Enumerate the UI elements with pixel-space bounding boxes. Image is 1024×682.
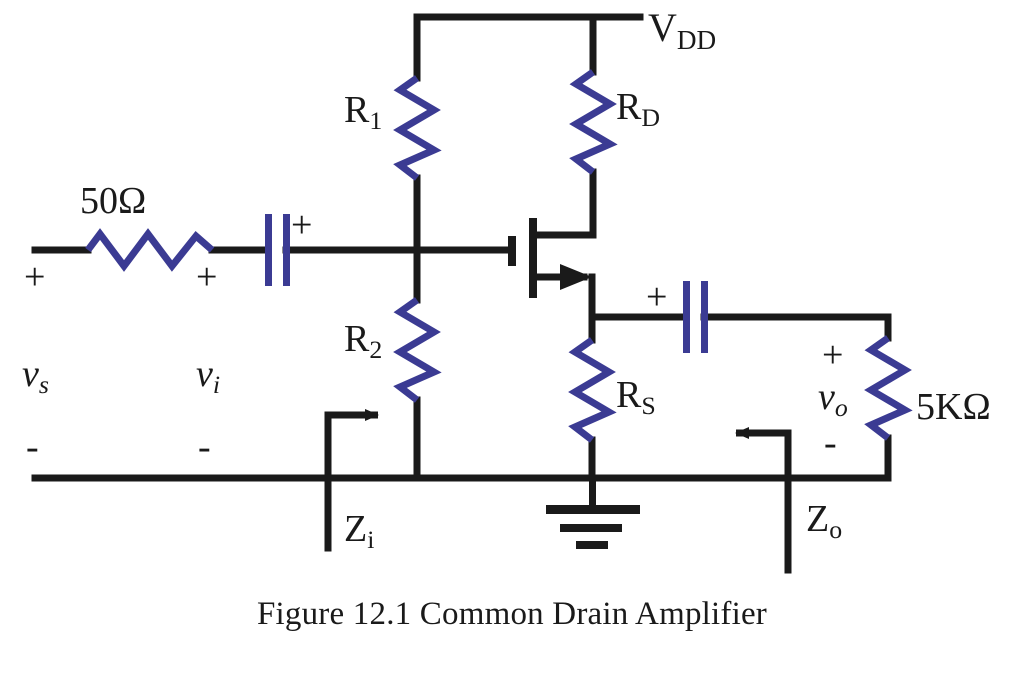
label-r2-base: R [344,318,370,360]
polarity-cap-output-plus: + [646,276,668,318]
label-vi: vi [196,353,220,398]
label-vo: vo [818,376,848,421]
capacitor-output-plate-left [683,281,690,353]
label-vi-sub: i [212,370,221,400]
label-zo-base: Z [806,498,830,540]
polarity-vs-plus: + [24,256,46,298]
ground-bar-3 [576,541,608,549]
ground-bar-2 [560,524,622,532]
label-rd-base: R [616,86,642,128]
resistor-rd-symbol [569,69,618,175]
capacitor-input-symbol [265,214,290,286]
label-zi-sub: i [367,525,375,555]
label-rs-sub: S [641,391,656,421]
polarity-vi-plus: + [196,256,218,298]
label-rs-base: R [616,374,642,416]
mosfet-symbol [508,218,592,298]
label-r1-base: R [344,89,370,131]
resistor-r1-symbol [393,75,442,181]
label-rd: RD [616,86,660,131]
capacitor-output-plate-right [701,281,708,353]
label-vs: vs [22,353,49,398]
mosfet-source-arrow [560,264,592,290]
polarity-vo-minus: - [824,422,837,464]
label-zo-sub: o [829,515,843,545]
label-vo-sub: o [834,393,848,423]
label-r2: R2 [344,318,382,363]
label-vs-sub: s [38,370,49,400]
label-source-resistance: 50Ω [80,180,147,222]
ground-stem [589,478,596,511]
label-r1: R1 [344,89,382,134]
label-vdd-sub: DD [676,24,717,55]
label-zo: Zo [806,498,842,543]
polarity-vi-minus: - [198,426,211,468]
label-vo-base: v [818,376,835,418]
polarity-vo-plus: + [822,334,844,376]
mosfet-channel-bar [529,218,537,298]
ground-bar-1 [546,505,640,514]
label-rd-sub: D [641,103,661,133]
capacitor-output-symbol [683,281,708,353]
polarity-cap-input-plus: + [291,204,313,246]
label-vi-base: v [196,353,213,395]
resistor-rs-symbol [568,337,617,443]
label-vs-base: v [22,353,39,395]
polarity-vs-minus: - [26,426,39,468]
resistor-load-symbol [864,335,913,441]
label-r2-sub: 2 [369,335,383,365]
label-zi-base: Z [344,508,368,550]
capacitor-input-plate-right [283,214,290,286]
label-vdd: VDD [648,5,716,54]
label-zi: Zi [344,508,374,553]
mosfet-gate-plate [508,236,516,266]
label-load-resistance: 5KΩ [916,386,991,428]
figure-caption: Figure 12.1 Common Drain Amplifier [256,596,767,632]
label-rs: RS [616,374,656,419]
resistor-source-symbol [85,228,215,272]
impedance-zi-marker [324,409,379,552]
label-r1-sub: 1 [369,106,383,136]
ground-symbol [546,478,640,549]
resistor-r2-symbol [393,297,442,403]
capacitor-input-plate-left [265,214,272,286]
label-vdd-base: V [648,5,677,50]
impedance-zo-marker [735,427,792,574]
